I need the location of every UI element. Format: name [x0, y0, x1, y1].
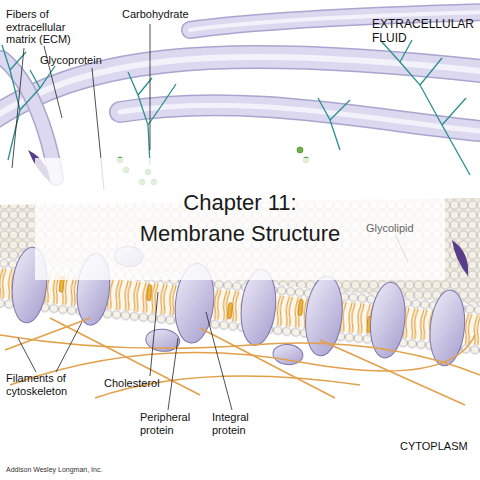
- leader-line: [56, 322, 82, 372]
- part-label: Carbohydrate: [122, 8, 189, 21]
- cholesterol-molecule: [227, 303, 233, 319]
- ecm-fibers: [120, 105, 480, 132]
- title-band: Chapter 11: Membrane Structure: [35, 158, 445, 280]
- part-label: Filaments of cytoskeleton: [6, 372, 82, 397]
- integrin-wedge: [452, 240, 468, 276]
- peripheral-protein: [145, 328, 181, 353]
- part-label: Integral protein: [212, 411, 268, 436]
- cholesterol-molecule: [147, 285, 153, 301]
- part-label: Fibers of extracellular matrix (ECM): [6, 8, 88, 46]
- carbohydrate-chains: [128, 72, 176, 165]
- carbohydrate-chains: [2, 40, 470, 175]
- part-label: Peripheral protein: [140, 411, 202, 436]
- cytoskeleton-filaments: [50, 318, 200, 395]
- copyright-note: Addison Wesley Longman, Inc.: [6, 466, 102, 474]
- region-label: EXTRACELLULAR FLUID: [372, 18, 478, 46]
- cytoskeleton-filaments: [95, 376, 360, 398]
- leader-line: [206, 312, 232, 410]
- leader-line: [18, 338, 36, 372]
- cytoskeleton-filaments: [5, 318, 90, 350]
- ecm-fibers: [120, 105, 480, 132]
- region-label: CYTOPLASM: [400, 440, 468, 453]
- leader-line: [168, 338, 178, 410]
- ecm-fibers: [0, 12, 480, 178]
- leader-line: [150, 24, 151, 150]
- cytoskeleton-filaments: [320, 340, 465, 405]
- leader-line: [150, 292, 158, 376]
- carbohydrate-chains: [382, 40, 470, 175]
- slide-title: Chapter 11: Membrane Structure: [133, 188, 347, 250]
- cytoskeleton-filaments: [0, 318, 480, 405]
- ecm-fibers: [120, 105, 480, 132]
- part-label: Cholesterol: [104, 377, 160, 390]
- sugar-units: [297, 147, 303, 153]
- leader-line: [12, 48, 24, 168]
- integral-protein: [427, 289, 468, 368]
- carbohydrate-chains: [318, 98, 350, 150]
- part-label: Glycolipid: [366, 222, 414, 235]
- cytoskeleton-filaments: [200, 328, 335, 398]
- part-label: Glycoprotein: [40, 54, 102, 67]
- cholesterol-molecule: [298, 299, 304, 315]
